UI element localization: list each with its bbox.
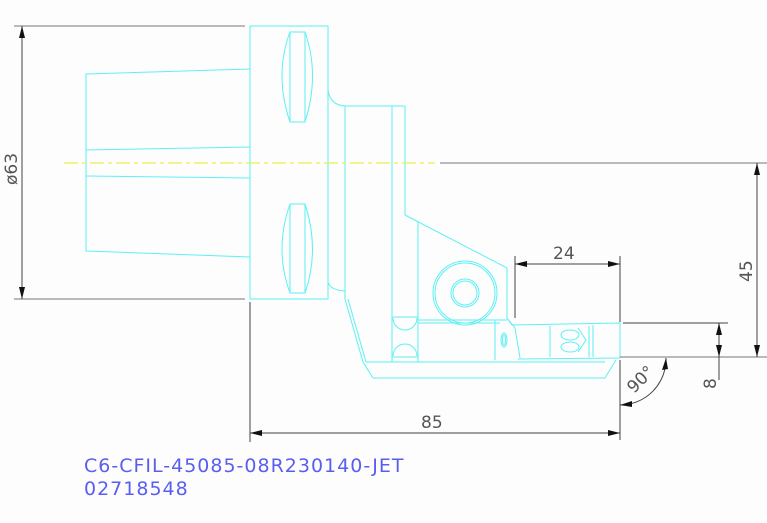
- diameter-label: ø63: [2, 153, 22, 185]
- insert-projection-label: 24: [553, 244, 575, 264]
- dimension-approach-angle: 90°: [619, 357, 668, 440]
- tool-geometry: [85, 25, 621, 379]
- part-number: 02718548: [84, 478, 189, 500]
- shank-height-label: 8: [701, 378, 721, 389]
- dimension-shank-height: 8: [623, 322, 728, 389]
- overall-length-label: 85: [421, 413, 443, 433]
- dimension-overall-length: 85: [249, 302, 620, 442]
- approach-angle-label: 90°: [623, 362, 658, 397]
- part-designation: C6-CFIL-45085-08R230140-JET: [84, 455, 405, 477]
- dimension-center-height: 45: [440, 162, 767, 358]
- dimension-diameter: ø63: [2, 25, 245, 300]
- center-height-label: 45: [737, 260, 757, 282]
- dimension-insert-projection: 24: [514, 244, 621, 322]
